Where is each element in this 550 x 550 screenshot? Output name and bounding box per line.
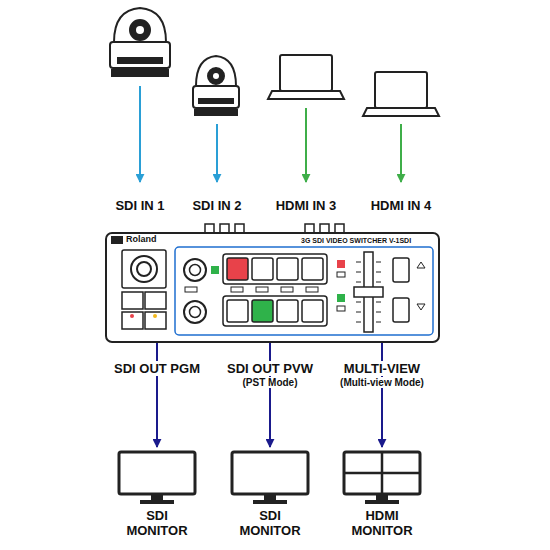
model-name: 3G SDI VIDEO SWITCHER V-1SDI [301, 236, 411, 246]
ptz-camera [110, 8, 170, 76]
output-label: SDI OUT PGM [112, 361, 202, 376]
monitor: HDMI MONITOR [332, 450, 432, 538]
output-arrow [381, 343, 383, 447]
laptop [268, 55, 344, 99]
input-label: SDI IN 2 [190, 198, 243, 213]
mode-note: (PST Mode) [241, 377, 300, 388]
monitor: SDI MONITOR [220, 450, 320, 538]
output-arrow [269, 343, 271, 447]
switcher-top-connectors [205, 224, 344, 233]
switcher-panel [105, 232, 440, 343]
input-label: SDI IN 1 [113, 198, 166, 213]
laptop [363, 72, 439, 116]
ptz-camera [193, 56, 239, 115]
monitor-icon [107, 450, 207, 506]
monitor-icon [220, 450, 320, 506]
output-arrow [156, 343, 158, 447]
monitor-icon [332, 450, 432, 506]
brand-logo: Roland [126, 234, 157, 244]
monitor-label: HDMI MONITOR [343, 508, 421, 538]
input-label: HDMI IN 3 [274, 198, 339, 213]
monitor-label: SDI MONITOR [118, 508, 196, 538]
input-label: HDMI IN 4 [369, 198, 434, 213]
video-switcher: Roland 3G SDI VIDEO SWITCHER V-1SDI [105, 232, 440, 343]
input-arrow [140, 86, 401, 182]
mode-note: (Multi-view Mode) [338, 377, 426, 388]
output-label: SDI OUT PVW [225, 361, 315, 376]
monitor: SDI MONITOR [107, 450, 207, 538]
monitor-label: SDI MONITOR [231, 508, 309, 538]
output-label: MULTI-VIEW [342, 361, 422, 376]
